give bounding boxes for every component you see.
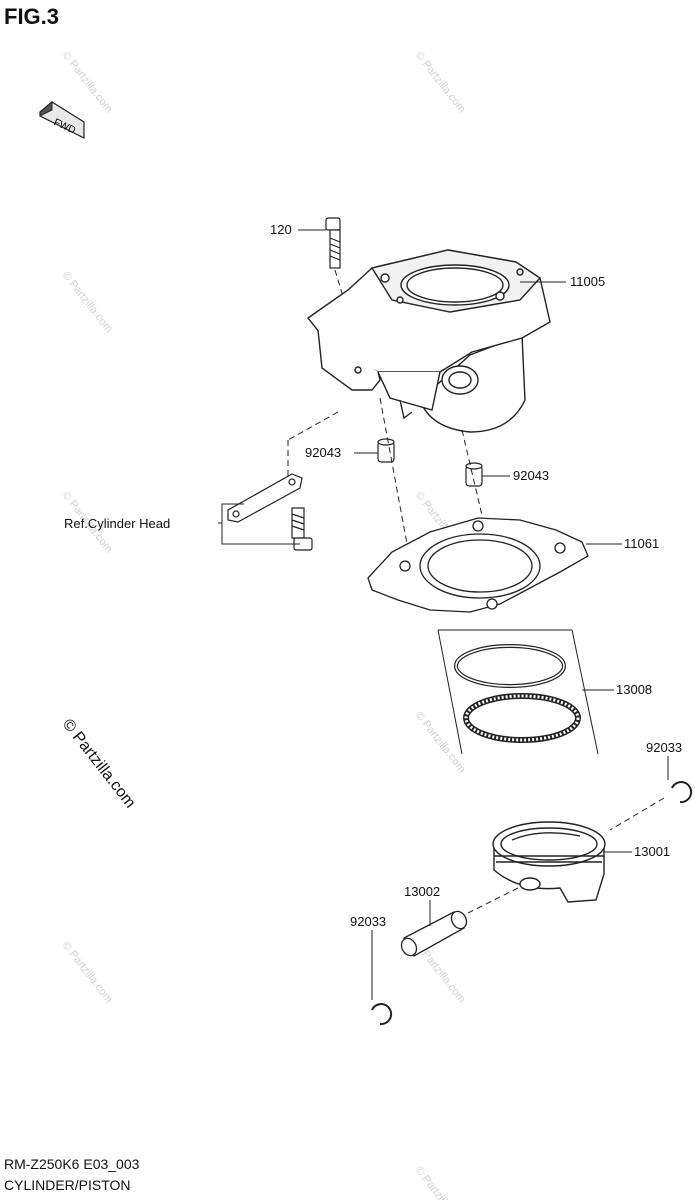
label-ref-cylinder-head: Ref.Cylinder Head xyxy=(64,516,170,531)
watermark-text: © Partzilla.com xyxy=(60,269,115,335)
watermark-text: © Partzilla.com xyxy=(60,49,115,115)
piston-pin-13002 xyxy=(400,910,468,957)
dowel-pin-right-92043 xyxy=(465,462,483,487)
label-piston-13001: 13001 xyxy=(634,844,670,859)
fwd-arrow-icon: FWD xyxy=(39,100,85,139)
cylinder-11005 xyxy=(306,249,551,433)
watermark-text: © Partzilla.com xyxy=(60,939,115,1005)
bolt-120 xyxy=(325,217,341,269)
piston-13001 xyxy=(492,821,606,903)
figure-title: FIG.3 xyxy=(4,4,60,29)
label-cylinder-11005: 11005 xyxy=(570,274,605,289)
watermark-main: © Partzilla.com xyxy=(59,716,139,811)
cylinder-head-stay xyxy=(227,473,303,523)
dashed-guide xyxy=(609,797,665,831)
label-bolt-120: 120 xyxy=(270,222,292,237)
label-gasket-11061: 11061 xyxy=(624,536,659,551)
label-circlip-right-92033: 92033 xyxy=(646,740,682,755)
cylinder-head-bolt xyxy=(291,507,313,551)
model-code: RM-Z250K6 E03_003 xyxy=(4,1156,140,1172)
watermark-text: © Partzilla.com xyxy=(413,49,468,115)
circlip-right-92033 xyxy=(671,781,693,804)
circlip-left-92033 xyxy=(371,1003,393,1026)
label-pin-13002: 13002 xyxy=(404,884,440,899)
dashed-guide xyxy=(457,887,519,919)
label-dowel-left-92043: 92043 xyxy=(305,445,341,460)
dashed-guide xyxy=(379,397,411,561)
dashed-guide xyxy=(287,411,339,441)
label-dowel-right-92043: 92043 xyxy=(513,468,549,483)
bracket-line xyxy=(218,503,300,545)
watermark-group: © Partzilla.com © Partzilla.com © Partzi… xyxy=(59,49,468,1200)
cylinder-gasket-11061 xyxy=(367,517,589,613)
dashed-guide xyxy=(334,269,363,361)
dowel-pin-left-92043 xyxy=(377,438,395,463)
label-circlip-left-92033: 92033 xyxy=(350,914,386,929)
piston-ring-set-13008 xyxy=(437,629,599,755)
label-rings-13008: 13008 xyxy=(616,682,652,697)
dashed-guide xyxy=(461,429,501,593)
section-name: CYLINDER/PISTON xyxy=(4,1177,131,1193)
watermark-text: © Partzilla.com xyxy=(413,1164,468,1200)
